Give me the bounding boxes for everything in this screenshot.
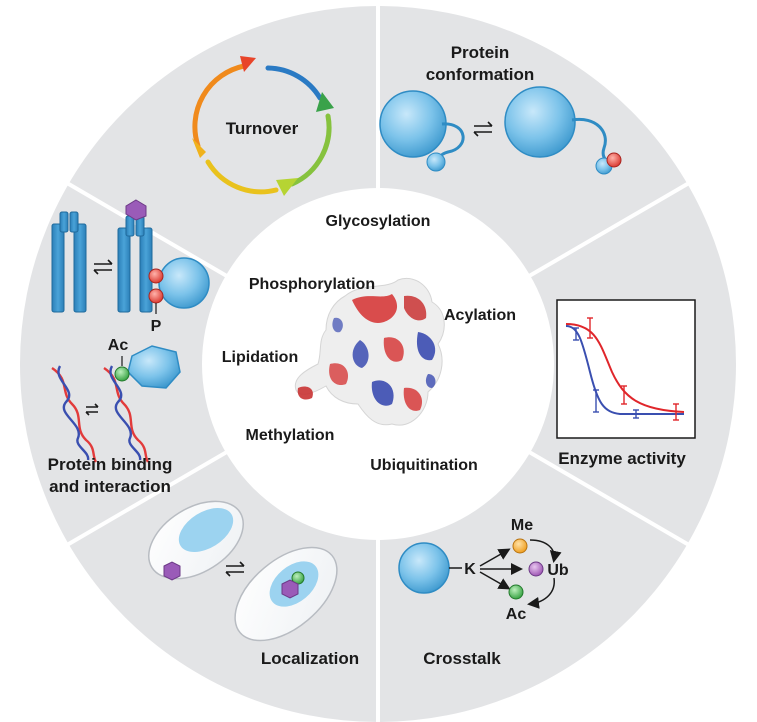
acetyl-ac-label: Ac (108, 337, 129, 354)
dna-strand-icon-2 (103, 365, 150, 463)
binding-label-line1: Protein binding (48, 455, 173, 474)
equilibrium-arrows-icon (473, 121, 493, 137)
conformation-segment: Protein conformation (379, 43, 622, 175)
protein-nucleus-icon (281, 579, 299, 599)
conformation-label-line2: conformation (426, 65, 535, 84)
protein-cytoplasm-icon (163, 561, 181, 581)
binding-partner-icon (158, 257, 210, 309)
phosphate-group-icon-2 (148, 268, 164, 284)
label-glycosylation: Glycosylation (326, 213, 431, 230)
conformation-label-line1: Protein (451, 43, 510, 62)
crosstalk-label: Crosstalk (423, 649, 501, 668)
protein-globule-icon-2 (504, 86, 576, 158)
phosphate-group-icon-3 (148, 288, 164, 304)
error-bars-blue (573, 327, 639, 419)
crosstalk-segment: K Me Ub Ac Crosstalk (398, 517, 569, 668)
equilibrium-arrows-icon-2 (93, 259, 113, 275)
dna-binding-protein-icon (127, 345, 181, 389)
phospho-p-label: P (151, 318, 162, 335)
methyl-me-label: Me (511, 517, 533, 534)
label-methylation: Methylation (246, 427, 335, 444)
methyl-group-icon (512, 538, 528, 554)
binding-label-line2: and interaction (49, 477, 171, 496)
phosphate-group-icon (606, 152, 622, 168)
acetyl-group-icon-2 (508, 584, 524, 600)
crosstalk-curved-arrows-icon (527, 539, 562, 609)
acetyl-group-icon (114, 366, 130, 382)
dna-strand-icon (51, 365, 98, 463)
label-phosphorylation: Phosphorylation (249, 276, 375, 293)
small-domain-icon (426, 152, 446, 172)
activity-curve-red (565, 323, 685, 413)
enzyme-segment: Enzyme activity (556, 299, 696, 468)
binding-segment: P Ac Protein binding and interaction (48, 199, 210, 496)
label-lipidation: Lipidation (222, 349, 298, 366)
turnover-segment: Turnover (192, 56, 334, 196)
enzyme-activity-plot-frame (556, 299, 696, 439)
ubiquitin-icon (528, 561, 544, 577)
localization-label: Localization (261, 649, 359, 668)
equilibrium-arrows-icon-4 (225, 561, 245, 577)
acetyl-ac-label-2: Ac (506, 606, 527, 623)
activity-curve-blue (565, 325, 684, 415)
glycan-icon (125, 199, 147, 221)
protein-surface-icon (294, 278, 445, 426)
modification-arrows-icon (479, 548, 523, 590)
ring-dividers (65, 0, 691, 722)
receptor-bound-icon (117, 215, 153, 313)
receptor-icon (51, 211, 87, 313)
error-bars-red (587, 317, 679, 421)
label-ubiquitination: Ubiquitination (370, 457, 478, 474)
turnover-label: Turnover (226, 119, 299, 138)
nucleus-icon (178, 507, 234, 553)
protein-globule-icon-3 (398, 542, 450, 594)
ubiquitin-ub-label: Ub (547, 562, 569, 579)
label-acylation: Acylation (444, 307, 516, 324)
equilibrium-arrows-icon-3 (85, 403, 99, 416)
enzyme-activity-label: Enzyme activity (558, 449, 686, 468)
lysine-k-label: K (464, 561, 476, 578)
localization-segment: Localization (148, 500, 359, 668)
protein-globule-icon (379, 90, 447, 158)
turnover-cycle-arrows-icon (192, 63, 332, 195)
